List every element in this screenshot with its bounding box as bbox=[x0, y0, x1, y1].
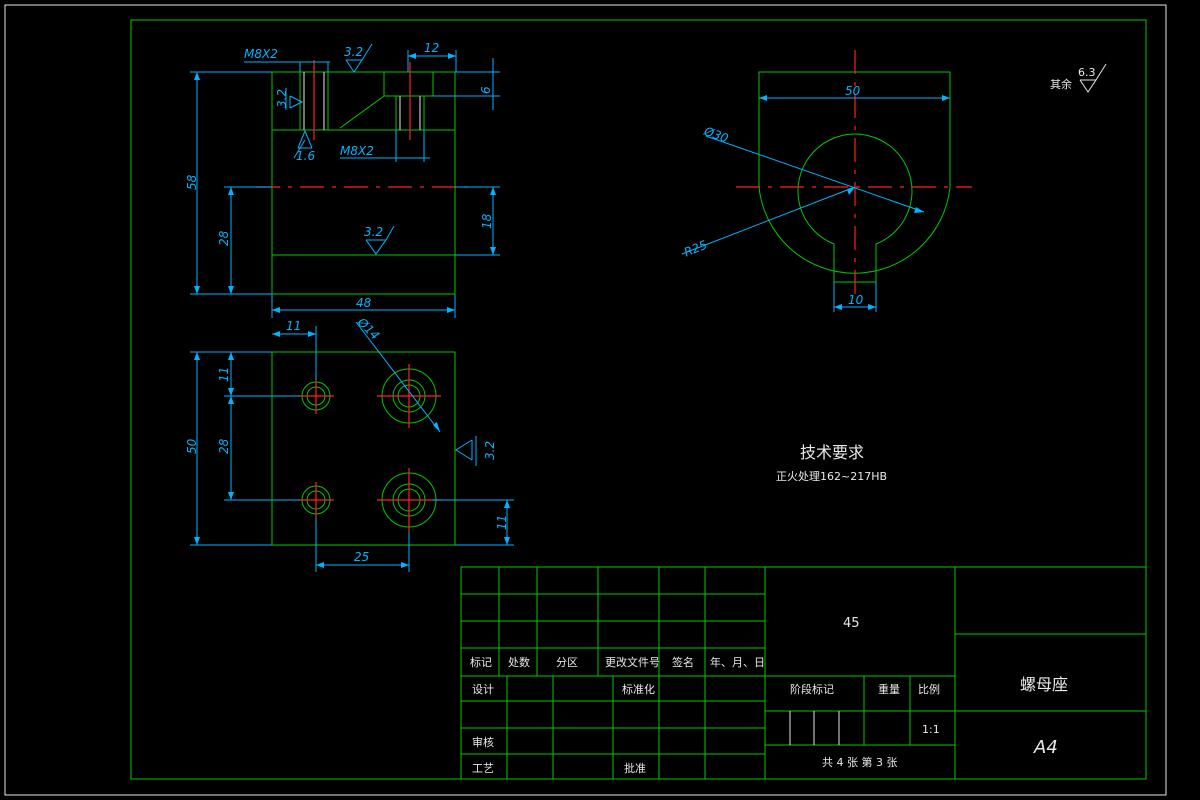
material: 45 bbox=[843, 616, 860, 631]
tech-requirement-1: 正火处理162~217HB bbox=[776, 470, 887, 483]
part-name: 螺母座 bbox=[1020, 675, 1068, 694]
value-scale: 1:1 bbox=[922, 723, 940, 736]
title-block: 标记 处数 分区 更改文件号 签名 年、月、日 设计 标准化 审核 工艺 批准 … bbox=[460, 566, 1147, 780]
dim-phi14: Ø14 bbox=[354, 314, 382, 342]
general-roughness: 其余 6.3 bbox=[1050, 63, 1107, 93]
dim-28: 28 bbox=[217, 230, 231, 246]
dim-50-top: 50 bbox=[185, 438, 199, 454]
label-approve: 批准 bbox=[624, 761, 646, 775]
dim-18: 18 bbox=[480, 213, 494, 229]
dim-10: 10 bbox=[848, 293, 864, 307]
dim-58: 58 bbox=[185, 174, 199, 190]
dim-28-top: 28 bbox=[217, 438, 231, 454]
dim-48: 48 bbox=[356, 296, 372, 310]
dim-phi30: Ø30 bbox=[701, 124, 730, 146]
sheet-info: 共 4 张 第 3 张 bbox=[822, 755, 897, 769]
roughness-left: 3.2 bbox=[275, 89, 289, 108]
front-view-dimensions: M8X2 3.2 12 6 3.2 1.6 M8X2 bbox=[185, 41, 500, 318]
side-view bbox=[736, 50, 972, 300]
rev-header-zone: 分区 bbox=[556, 656, 578, 669]
sheet-size: A4 bbox=[1033, 737, 1058, 758]
dim-11-y: 11 bbox=[217, 367, 231, 382]
tech-requirements: 技术要求 正火处理162~217HB bbox=[776, 443, 887, 483]
dim-r25: R25 bbox=[682, 238, 709, 260]
rev-header-sign: 签名 bbox=[672, 655, 694, 669]
rev-header-doc: 更改文件号 bbox=[605, 655, 660, 669]
label-scale: 比例 bbox=[918, 682, 940, 696]
general-roughness-label: 其余 bbox=[1050, 77, 1072, 91]
sheet-outer-border bbox=[4, 4, 1167, 796]
label-design: 设计 bbox=[472, 683, 494, 696]
dim-11-x: 11 bbox=[286, 319, 301, 333]
roughness-bottom: 1.6 bbox=[296, 149, 315, 163]
dim-50-side: 50 bbox=[845, 84, 861, 98]
top-view-dimensions: 11 Ø14 11 28 50 3.2 11 bbox=[185, 314, 514, 572]
dim-25: 25 bbox=[354, 550, 369, 564]
label-weight: 重量 bbox=[878, 682, 900, 696]
dim-thread-top: M8X2 bbox=[244, 47, 278, 61]
rev-header-count: 处数 bbox=[508, 656, 530, 669]
dim-12: 12 bbox=[424, 41, 439, 55]
side-view-dimensions: 50 Ø30 R25 10 bbox=[681, 84, 950, 312]
front-view bbox=[256, 60, 470, 295]
rev-header-date: 年、月、日 bbox=[710, 655, 765, 669]
roughness-right: 3.2 bbox=[483, 441, 497, 460]
rev-header-mark: 标记 bbox=[470, 655, 492, 669]
dim-thread-side: M8X2 bbox=[340, 144, 374, 158]
tech-requirements-title: 技术要求 bbox=[800, 443, 864, 462]
roughness-mid: 3.2 bbox=[364, 225, 383, 239]
label-process: 工艺 bbox=[472, 762, 494, 775]
label-review: 审核 bbox=[472, 735, 494, 749]
label-stage-mark: 阶段标记 bbox=[790, 682, 834, 696]
dim-6: 6 bbox=[479, 86, 493, 94]
dim-11-bottom: 11 bbox=[495, 515, 509, 530]
general-roughness-value: 6.3 bbox=[1078, 66, 1096, 79]
top-view bbox=[271, 351, 456, 546]
roughness-top: 3.2 bbox=[344, 45, 363, 59]
label-standardize: 标准化 bbox=[622, 682, 655, 696]
